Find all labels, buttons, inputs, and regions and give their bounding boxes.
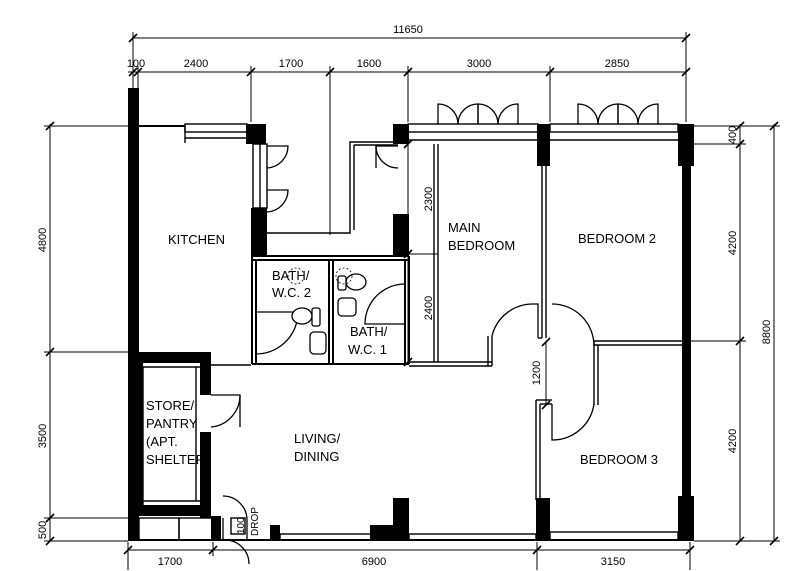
dim-interior-2: 2400 xyxy=(423,296,435,320)
room-label-main-bedroom-line1: MAIN xyxy=(448,220,481,235)
room-label-bath-wc2-line2: W.C. 2 xyxy=(272,285,311,300)
room-label-living-line2: DINING xyxy=(294,449,340,464)
dim-right-2: 4200 xyxy=(727,231,739,255)
room-label-store-line3: (APT. xyxy=(146,434,178,449)
dim-top-1: 100 xyxy=(127,58,145,70)
dim-bottom-2: 6900 xyxy=(362,556,386,568)
dim-interior-3: 1200 xyxy=(531,361,543,385)
dim-left-3: 500 xyxy=(37,521,49,539)
dim-interior-1: 2300 xyxy=(423,187,435,211)
doors xyxy=(210,103,659,565)
dim-overall-width: 11650 xyxy=(393,24,423,36)
dim-top-4: 1600 xyxy=(357,58,381,70)
room-label-bedroom-3: BEDROOM 3 xyxy=(580,452,658,467)
room-labels: KITCHEN BATH/ W.C. 2 BATH/ W.C. 1 MAIN B… xyxy=(146,220,658,536)
dim-right-1: 400 xyxy=(727,126,739,144)
dim-top-3: 1700 xyxy=(279,58,303,70)
dim-bottom-3: 3150 xyxy=(601,556,625,568)
room-label-store-line2: PANTRY xyxy=(146,416,198,431)
room-label-bath-wc1-line1: BATH/ xyxy=(350,324,388,339)
refuse-chute-label: DROP xyxy=(250,507,261,536)
room-label-store-line4: SHELTER) xyxy=(146,452,209,467)
room-label-bath-wc2-line1: BATH/ xyxy=(272,268,310,283)
room-label-kitchen: KITCHEN xyxy=(168,232,225,247)
dim-top-2: 2400 xyxy=(184,58,208,70)
dim-overall-depth: 8800 xyxy=(761,320,773,344)
dim-left-1: 4800 xyxy=(37,228,49,252)
dim-bottom-1: 1700 xyxy=(158,556,182,568)
dim-left-2: 3500 xyxy=(37,424,49,448)
room-label-bath-wc1-line2: W.C. 1 xyxy=(348,342,387,357)
room-label-bedroom-2: BEDROOM 2 xyxy=(578,231,656,246)
dim-right-3: 4200 xyxy=(727,429,739,453)
dimension-lines xyxy=(44,32,780,570)
dim-top-5: 3000 xyxy=(467,58,491,70)
room-label-main-bedroom-line2: BEDROOM xyxy=(448,238,515,253)
refuse-chute-size: 100 xyxy=(236,517,247,534)
room-label-store-line1: STORE/ xyxy=(146,398,195,413)
walls xyxy=(128,88,694,541)
fixtures xyxy=(287,267,367,355)
dim-top-6: 2850 xyxy=(605,58,629,70)
dimension-labels: 11650 100 2400 1700 1600 3000 2850 1700 … xyxy=(37,24,773,568)
room-label-living-line1: LIVING/ xyxy=(294,431,341,446)
